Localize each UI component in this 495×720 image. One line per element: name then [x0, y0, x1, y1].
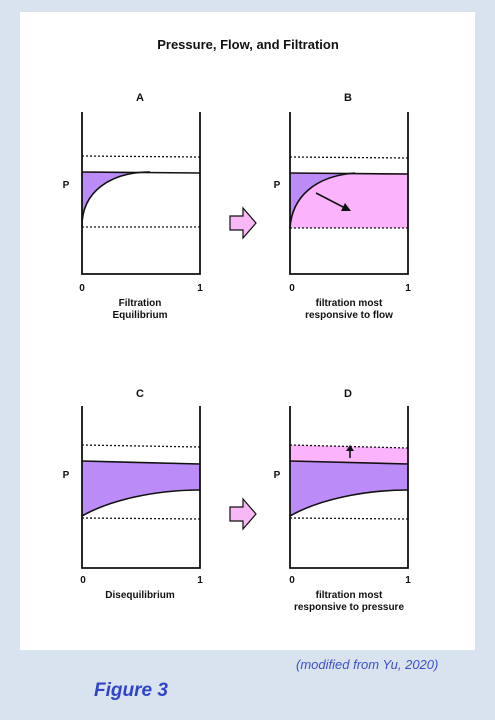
panel-d-x-end: 1	[405, 575, 411, 586]
panel-d-lower-dotted	[289, 517, 409, 520]
citation: (modified from Yu, 2020)	[296, 657, 439, 672]
panel-c: C P 0 1 Disequilibrium	[63, 388, 204, 601]
panel-a-letter: A	[136, 92, 144, 104]
filtration-diagram: Pressure, Flow, and Filtration A P 0 1 F…	[63, 37, 412, 613]
panel-a-x-start: 0	[79, 283, 85, 294]
panel-b-shift-arrow-shaft	[315, 192, 346, 209]
panel-b-purple-fill	[290, 173, 355, 228]
panel-c-x-start: 0	[80, 575, 86, 586]
panel-b-p-label: P	[274, 180, 281, 191]
panel-c-x-end: 1	[197, 575, 203, 586]
panel-a-upper-dotted	[81, 155, 201, 158]
panel-d-curve	[289, 489, 409, 517]
panel-c-letter: C	[136, 388, 144, 400]
panel-c-lower-dotted	[81, 517, 201, 520]
panel-b-frame	[289, 112, 409, 275]
caption-line: filtration most	[316, 590, 383, 601]
panel-c-pressure-line	[81, 460, 201, 465]
diagram-title: Pressure, Flow, and Filtration	[157, 37, 339, 52]
arrow-right-icon	[229, 206, 257, 240]
figure-title: Figure 3	[94, 680, 168, 701]
arrow-up-icon	[346, 445, 354, 451]
panel-d-x-start: 0	[289, 575, 295, 586]
panel-d-purple-fill	[290, 461, 408, 516]
panel-c-frame	[81, 406, 201, 569]
panel-b-x-end: 1	[405, 283, 411, 294]
panel-d-p-label: P	[274, 470, 281, 481]
panel-a-x-end: 1	[197, 283, 203, 294]
panel-c-p-label: P	[63, 470, 70, 481]
panel-a-frame	[81, 112, 201, 275]
panel-b-curve	[289, 172, 356, 229]
caption-line: Filtration	[119, 298, 162, 309]
panel-d-frame	[289, 406, 409, 569]
caption-line: responsive to pressure	[294, 602, 404, 613]
panel-d-pressure-line	[289, 460, 409, 465]
panel-d-letter: D	[344, 388, 352, 400]
panel-c-purple-fill	[82, 461, 200, 516]
arrow-down-right-icon	[341, 203, 351, 211]
panel-a-p-label: P	[63, 180, 70, 191]
caption-line: Disequilibrium	[105, 590, 175, 601]
panel-c-upper-dotted	[81, 444, 201, 448]
caption-line: responsive to flow	[305, 310, 393, 321]
panel-a-curve	[81, 171, 151, 227]
panel-c-caption: Disequilibrium	[105, 590, 175, 601]
panel-b-x-start: 0	[289, 283, 295, 294]
panel-b-upper-dotted	[289, 156, 409, 159]
panel-b-letter: B	[344, 92, 352, 104]
figure-card: Pressure, Flow, and Filtration A P 0 1 F…	[20, 12, 475, 650]
caption-line: filtration most	[316, 298, 383, 309]
panel-d-pink-fill	[290, 445, 408, 464]
panel-c-curve	[81, 489, 201, 517]
panel-a-purple-fill	[82, 172, 200, 226]
arrow-right-icon	[229, 497, 257, 531]
caption-line: Equilibrium	[113, 310, 168, 321]
